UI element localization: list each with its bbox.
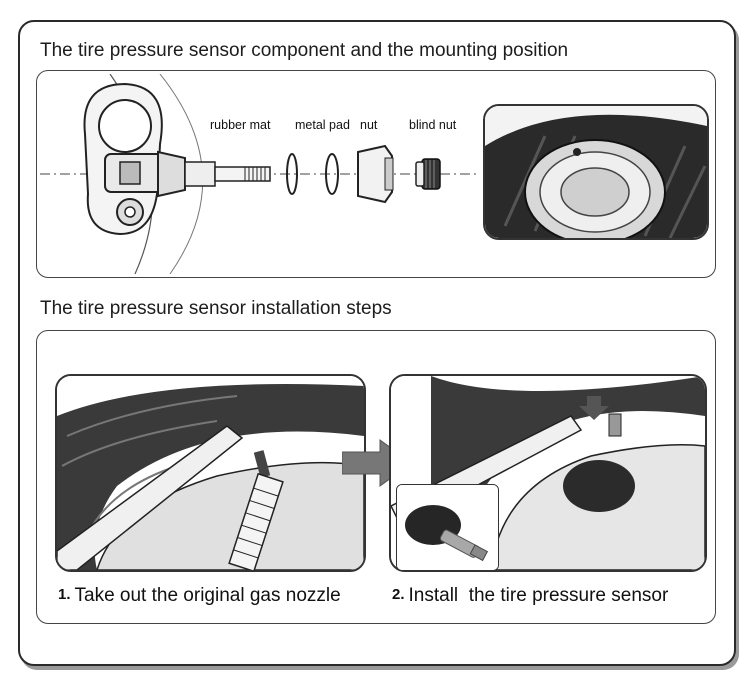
step-1-number: 1. — [58, 586, 71, 603]
step-2-caption: 2.Install the tire pressure sensor — [392, 585, 668, 607]
step-1-text: Take out the original gas nozzle — [74, 585, 341, 606]
step-2-text: Install the tire pressure sensor — [408, 585, 669, 606]
step-2-number: 2. — [392, 586, 405, 603]
step-1-caption: 1.Take out the original gas nozzle — [58, 585, 341, 607]
nut-label: nut — [360, 118, 378, 132]
sensor-inset-image — [396, 484, 499, 571]
mounting-position-image — [483, 104, 709, 240]
component-heading: The tire pressure sensor component and t… — [40, 40, 569, 61]
steps-heading: The tire pressure sensor installation st… — [40, 298, 392, 319]
blind-nut-label: blind nut — [409, 118, 457, 132]
metal-pad-label: metal pad — [295, 118, 350, 132]
rubber-mat-label: rubber mat — [210, 118, 271, 132]
step-1-image — [55, 374, 366, 572]
sensor-exploded-diagram — [40, 74, 480, 274]
